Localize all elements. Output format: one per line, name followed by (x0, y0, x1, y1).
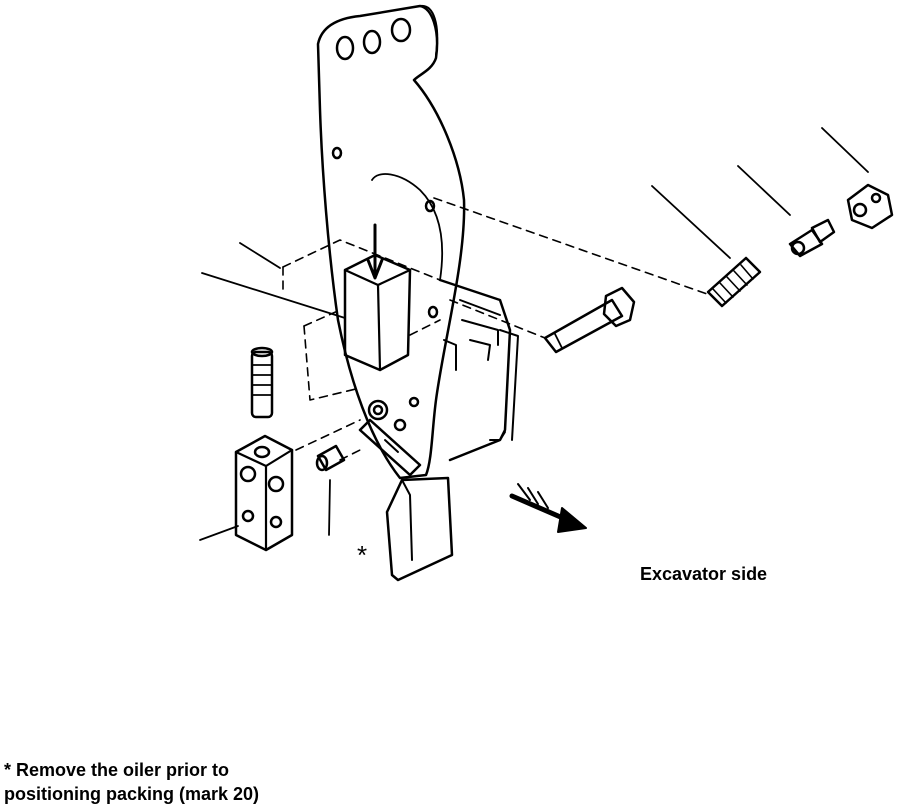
elbow-oiler (846, 183, 894, 230)
lower-block (234, 434, 294, 552)
dashed-assembly-lines (282, 197, 711, 461)
footnote-line-1: * Remove the oiler prior to (4, 760, 230, 780)
asterisk-mark: * (357, 540, 368, 570)
excavator-side-label: Excavator side (640, 564, 768, 584)
packing-plate (385, 476, 454, 582)
rear-housing (438, 278, 519, 462)
short-pin (315, 444, 346, 472)
leader-lines (199, 127, 869, 541)
mount-hole-small (393, 418, 407, 432)
mount-hole-small-2 (408, 396, 420, 408)
upper-block (343, 223, 412, 372)
knurled-fitting (706, 256, 762, 308)
plate-small-hole-2 (424, 199, 436, 213)
nozzle-mount-hole (367, 399, 389, 421)
plate-hole-1 (335, 35, 355, 61)
plate-hole-3 (390, 17, 412, 43)
plate-small-hole-3 (427, 305, 439, 319)
footnote-line-2: positioning packing (mark 20) (4, 784, 260, 804)
footnote: * Remove the oiler prior to positioning … (4, 758, 364, 806)
plate-hole-2 (362, 29, 382, 55)
grease-nipple (788, 218, 836, 258)
small-bolt-left (250, 346, 274, 419)
direction-arrow (509, 483, 587, 533)
long-hex-bolt (543, 286, 636, 354)
plate-small-hole (331, 146, 343, 160)
mount-foot (358, 418, 422, 477)
bracket-plate (316, 4, 466, 480)
